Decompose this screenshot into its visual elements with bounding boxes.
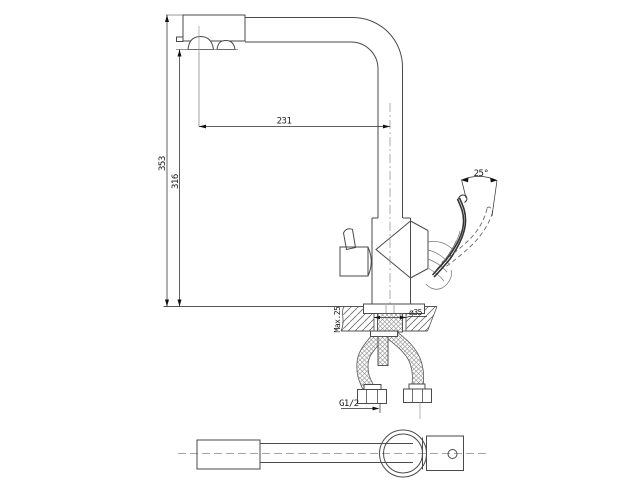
aerator-dome xyxy=(187,35,215,50)
internal-pipes xyxy=(385,305,395,314)
dim-total-height: 353 xyxy=(158,15,169,307)
faucet-body xyxy=(371,103,429,313)
side-knob xyxy=(339,228,372,277)
side-view xyxy=(163,14,493,478)
spout-tube xyxy=(245,17,403,218)
secondary-outlet-dome xyxy=(216,39,236,50)
arrow-hole-right xyxy=(400,315,406,320)
spout-head-body xyxy=(182,14,246,42)
angle-legs xyxy=(461,179,498,217)
side-knob-body xyxy=(339,246,369,277)
arrow-thread xyxy=(372,406,380,411)
arrow-231-right xyxy=(383,124,390,129)
hose-right-braid xyxy=(388,330,424,388)
arrow-hole-left xyxy=(374,315,380,320)
arrow-316-bottom xyxy=(177,299,182,307)
top-view-handle-hole xyxy=(447,449,458,459)
fitting-left-facets xyxy=(366,389,378,404)
arrow-353-bottom xyxy=(165,299,169,307)
fitting-left-collar xyxy=(363,384,382,390)
counter-break-edge-left xyxy=(340,306,345,332)
dim-hose-thread: G1/2 xyxy=(339,399,381,413)
hose-left xyxy=(356,331,384,390)
threaded-stud xyxy=(377,336,389,366)
leader-hole xyxy=(405,316,427,318)
hose-left-braid xyxy=(357,331,384,390)
dim-text-deck-thickness: Max.25 xyxy=(333,306,342,333)
handle-boss-frustum xyxy=(410,220,429,279)
hose-right xyxy=(388,330,425,388)
dim-handle-angle: 25° xyxy=(461,169,498,217)
washer-plate xyxy=(370,330,398,337)
fitting-right-nut xyxy=(403,388,432,403)
threaded-shank xyxy=(377,313,403,333)
dim-hole-diameter: ø35 xyxy=(374,308,427,320)
side-knob-cap xyxy=(367,246,372,277)
top-view-spout-tube xyxy=(260,443,413,463)
dim-text-total-height: 353 xyxy=(158,156,168,171)
arrow-316-top xyxy=(177,49,182,57)
fitting-right-collar xyxy=(408,383,426,390)
arrow-353-top xyxy=(165,15,169,22)
tube-outer-edge xyxy=(245,17,403,218)
arrow-angle-left xyxy=(461,177,469,183)
dim-text-handle-angle: 25° xyxy=(474,169,489,179)
spout-head xyxy=(166,14,246,52)
dim-text-hole-diameter: ø35 xyxy=(409,308,423,317)
handle-dashed-position xyxy=(440,206,493,269)
side-knob-lever xyxy=(342,228,357,251)
top-view-spout-head xyxy=(196,439,261,470)
top-view xyxy=(178,429,487,478)
handle-solid-edge xyxy=(431,197,467,278)
arrow-angle-right xyxy=(490,177,497,183)
dim-text-hose-thread: G1/2 xyxy=(339,399,359,409)
supply-hoses xyxy=(356,330,425,390)
spout-head-lip xyxy=(176,36,184,42)
top-view-handle-block xyxy=(426,435,464,471)
fitting-right-facets xyxy=(412,389,423,403)
hole-edges xyxy=(373,313,407,331)
dimensions: 353 316 231 25° Max.25 xyxy=(158,15,498,413)
dim-outlet-height: 316 xyxy=(171,49,182,307)
arrow-231-left xyxy=(199,124,206,129)
lever-handle xyxy=(425,194,493,290)
dim-text-spout-reach: 231 xyxy=(277,117,292,127)
dim-text-outlet-height: 316 xyxy=(171,174,181,189)
tube-inner-edge xyxy=(245,41,379,218)
hose-fittings xyxy=(357,383,432,419)
fitting-left-nut xyxy=(357,389,387,404)
handle-tip xyxy=(457,194,468,203)
counter-break-edge-right xyxy=(427,306,438,332)
cartridge-chevron xyxy=(375,220,411,279)
dim-spout-reach: 231 xyxy=(198,52,390,129)
